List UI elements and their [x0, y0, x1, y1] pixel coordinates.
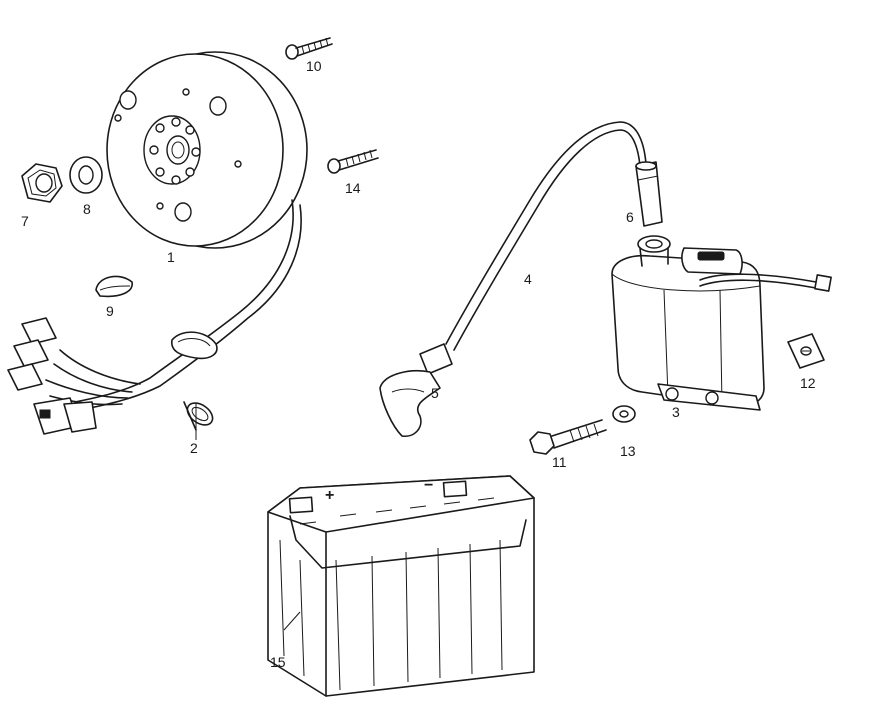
callout-4: 4 — [524, 271, 532, 287]
callout-3: 3 — [672, 404, 680, 420]
callout-10: 10 — [306, 58, 322, 74]
battery-negative-mark: − — [424, 477, 434, 494]
callout-11: 11 — [552, 454, 567, 470]
callout-15: 15 — [270, 654, 286, 670]
part-14-screw — [327, 149, 379, 174]
callout-8: 8 — [83, 201, 91, 217]
part-12-spring-nut — [787, 333, 825, 369]
stator-harness — [7, 199, 302, 435]
callout-1: 1 — [167, 249, 175, 265]
part-11-bolt — [529, 419, 607, 455]
part-6-lead-boot — [635, 161, 663, 227]
callout-2: 2 — [190, 440, 198, 456]
part-10-screw — [285, 37, 333, 60]
callout-14: 14 — [345, 180, 361, 196]
part-3-ignition-coil — [611, 235, 832, 411]
part-4-ht-lead — [445, 121, 647, 351]
part-7-nut — [21, 163, 63, 203]
part-1-flywheel — [106, 51, 308, 249]
callout-7: 7 — [21, 213, 29, 229]
part-9-woodruff-key — [95, 275, 133, 298]
part-13-washer — [612, 405, 636, 423]
callout-5: 5 — [431, 385, 439, 401]
callout-9: 9 — [106, 303, 114, 319]
callout-leaders — [195, 404, 301, 631]
callout-13: 13 — [620, 443, 636, 459]
callout-12: 12 — [800, 375, 816, 391]
part-2-cable-clamp — [183, 401, 214, 431]
part-8-washer — [69, 156, 103, 194]
callout-6: 6 — [626, 209, 634, 225]
battery-positive-mark: + — [325, 487, 335, 504]
part-15-battery — [267, 475, 535, 697]
part-5-spark-plug-cap — [379, 343, 453, 438]
